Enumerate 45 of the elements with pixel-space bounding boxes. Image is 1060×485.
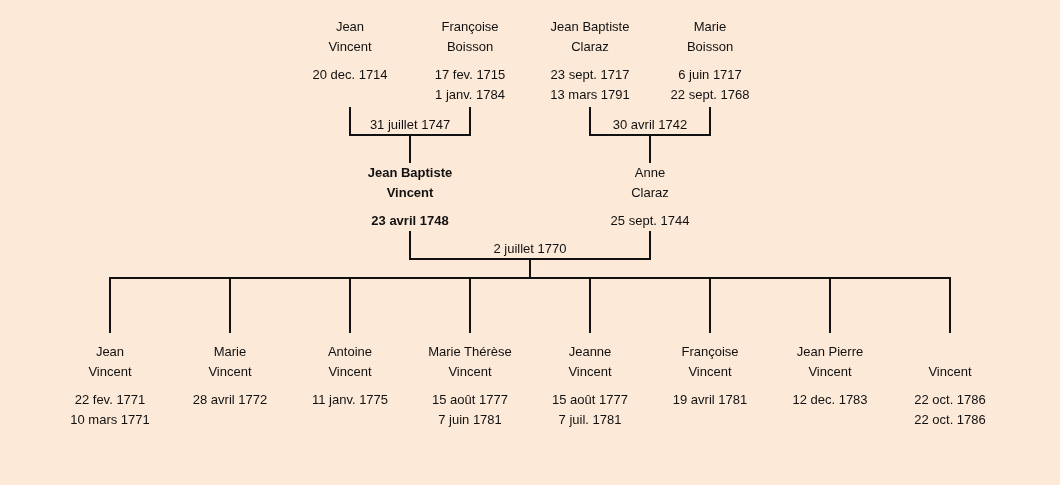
person-name: Marie Vincent [207,343,253,381]
person-name: Jean Baptiste Claraz [549,18,631,56]
date-text: 6 juin 1717 [678,66,742,84]
date-text: 22 sept. 1768 [670,86,750,104]
person-name: Marie Thérèse Vincent [427,343,513,381]
date-text: 23 avril 1748 [371,212,449,230]
date-text: 7 juil. 1781 [558,411,622,429]
family-line [529,258,531,279]
family-line [469,277,531,334]
date-text: 19 avril 1781 [672,391,748,409]
date-text: 20 dec. 1714 [312,66,388,84]
family-line [529,230,651,260]
date-text: 1 janv. 1784 [435,86,505,104]
family-line [409,134,411,164]
family-line [589,106,651,136]
date-text: 11 janv. 1775 [311,391,389,409]
person-name: Jeanne Vincent [567,343,613,381]
date-text: 22 oct. 1786 [914,411,986,429]
date-text: 10 mars 1771 [70,411,150,429]
person-name: Jean Vincent [327,18,373,56]
date-text: 15 août 1777 [552,391,628,409]
date-text: 13 mars 1791 [550,86,630,104]
date-text: 25 sept. 1744 [610,212,690,230]
date-text: 7 juin 1781 [438,411,502,429]
person-name: Jean Vincent [87,343,133,381]
person-name: Vincent [927,363,973,381]
family-line [649,106,711,136]
person-name: Françoise Vincent [680,343,740,381]
date-text: 15 août 1777 [432,391,508,409]
family-line [349,106,411,136]
family-line [409,230,531,260]
date-text: 22 oct. 1786 [914,391,986,409]
person-name: Françoise Boisson [440,18,500,56]
date-text: 17 fev. 1715 [434,66,506,84]
person-name: Jean Pierre Vincent [795,343,865,381]
person-name: Jean Baptiste Vincent [366,164,454,202]
person-name: Antoine Vincent [326,343,374,381]
date-text: 23 sept. 1717 [550,66,630,84]
person-name: Anne Claraz [630,164,670,202]
family-line [409,106,471,136]
date-text: 28 avril 1772 [192,391,268,409]
family-line [649,134,651,164]
date-text: 22 fev. 1771 [74,391,146,409]
person-name: Marie Boisson [685,18,735,56]
date-text: 12 dec. 1783 [792,391,868,409]
